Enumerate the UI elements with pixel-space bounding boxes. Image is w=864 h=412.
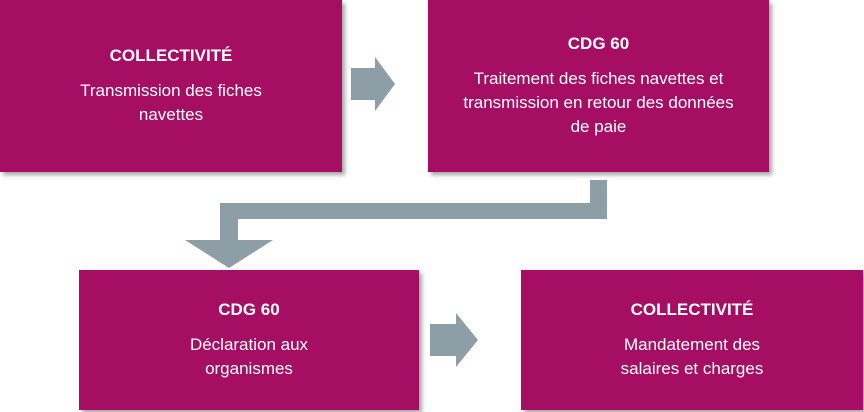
step-title: COLLECTIVITÉ xyxy=(109,46,233,65)
step-box-cdg60-1: CDG 60 Traitement des fiches navettes et… xyxy=(428,0,769,172)
step-description: Transmission des fiches navettes xyxy=(80,81,262,124)
arrow-elbow-down xyxy=(185,180,607,268)
step-description: Déclaration aux organismes xyxy=(189,335,309,378)
step-box-collectivite-2: COLLECTIVITÉ Mandatement des salaires et… xyxy=(521,270,863,410)
step-title: CDG 60 xyxy=(567,34,630,53)
step-title: CDG 60 xyxy=(218,300,280,319)
arrow-right-2 xyxy=(430,313,478,367)
step-description: Mandatement des salaires et charges xyxy=(620,335,764,378)
step-title: COLLECTIVITÉ xyxy=(630,300,754,319)
step-description: Traitement des fiches navettes et transm… xyxy=(463,69,734,136)
step-box-cdg60-2: CDG 60 Déclaration aux organismes xyxy=(79,270,419,410)
step-box-collectivite-1: COLLECTIVITÉ Transmission des fiches nav… xyxy=(0,0,342,172)
arrow-right-1 xyxy=(351,57,395,111)
